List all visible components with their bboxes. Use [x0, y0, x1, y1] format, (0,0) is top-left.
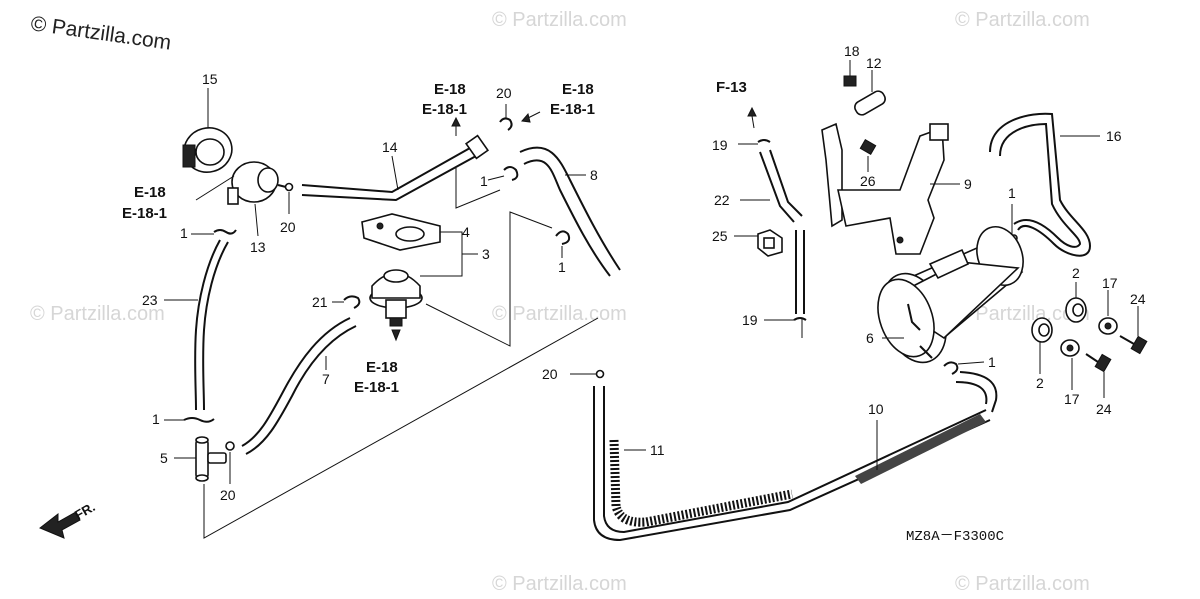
- callout-20: 20: [542, 366, 558, 382]
- reference-labels: E-18 E-18-1 E-18 E-18-1 E-18 E-18-1 E-18…: [122, 79, 747, 396]
- callout-24: 24: [1130, 291, 1146, 307]
- callout-9: 9: [964, 176, 972, 192]
- watermarks: © Partzilla.com © Partzilla.com © Partzi…: [30, 9, 1090, 595]
- callout-14: 14: [382, 139, 398, 155]
- ref-e18-1: E-18-1: [122, 205, 167, 222]
- ref-e18-1: E-18-1: [354, 379, 399, 396]
- callout-24: 24: [1096, 401, 1112, 417]
- callout-26: 26: [860, 173, 876, 189]
- callout-18: 18: [844, 43, 860, 59]
- watermark-faint: © Partzilla.com: [955, 573, 1090, 595]
- part-17-collar-upper: [1098, 317, 1118, 335]
- callout-25: 25: [712, 228, 728, 244]
- callout-13: 13: [250, 239, 266, 255]
- callout-7: 7: [322, 371, 330, 387]
- part-24-bolt-lower: [1085, 353, 1112, 373]
- part-2-grommet-upper: [1065, 297, 1087, 323]
- part-2-grommet-lower: [1031, 317, 1053, 343]
- part-18-bolt: [843, 75, 857, 87]
- callout-12: 12: [866, 55, 882, 71]
- callout-2: 2: [1036, 375, 1044, 391]
- callout-20: 20: [280, 219, 296, 235]
- callout-19: 19: [742, 312, 758, 328]
- callout-1: 1: [480, 173, 488, 189]
- part-4-flange: [361, 213, 441, 251]
- callout-11: 11: [650, 442, 665, 458]
- callouts: 15 13 20 1 23 1 5 20 14 20 1 8 4 3 1 21 …: [142, 43, 1146, 503]
- part-25-clip: [757, 229, 783, 257]
- watermark-main: © Partzilla.com: [29, 12, 172, 54]
- callout-1: 1: [988, 354, 996, 370]
- part-24-bolt-upper: [1119, 335, 1148, 355]
- callout-21: 21: [312, 294, 328, 310]
- part-3-valve: [369, 269, 423, 327]
- callout-1: 1: [180, 225, 188, 241]
- callout-17: 17: [1064, 391, 1080, 407]
- callout-1: 1: [1008, 185, 1016, 201]
- watermark-faint: © Partzilla.com: [492, 9, 627, 31]
- callout-3: 3: [482, 246, 490, 262]
- watermark-faint: © Partzilla.com: [955, 303, 1090, 325]
- callout-6: 6: [866, 330, 874, 346]
- callout-1: 1: [152, 411, 160, 427]
- callout-20: 20: [496, 85, 512, 101]
- callout-16: 16: [1106, 128, 1122, 144]
- callout-19: 19: [712, 137, 728, 153]
- ref-f13: F-13: [716, 79, 747, 96]
- callout-10: 10: [868, 401, 884, 417]
- callout-17: 17: [1102, 275, 1118, 291]
- callout-20: 20: [220, 487, 236, 503]
- callout-23: 23: [142, 292, 158, 308]
- part-12-bracket: [854, 90, 886, 116]
- watermark-faint: © Partzilla.com: [30, 303, 165, 325]
- callout-4: 4: [462, 224, 470, 240]
- ref-e18-1: E-18-1: [422, 101, 467, 118]
- diagram-code: MZ8A－F3300C: [906, 529, 1004, 545]
- part-17-collar-lower: [1060, 339, 1080, 357]
- ref-e18: E-18: [562, 81, 594, 98]
- ref-e18: E-18: [366, 359, 398, 376]
- callout-2: 2: [1072, 265, 1080, 281]
- ref-e18: E-18: [434, 81, 466, 98]
- part-11-corrugated-hose: [609, 439, 793, 527]
- ref-e18-1: E-18-1: [550, 101, 595, 118]
- front-arrow: FR.: [39, 499, 98, 539]
- part-5-tee: [195, 436, 227, 482]
- watermark-faint: © Partzilla.com: [492, 573, 627, 595]
- callout-8: 8: [590, 167, 598, 183]
- ref-e18: E-18: [134, 184, 166, 201]
- watermark-faint: © Partzilla.com: [492, 303, 627, 325]
- callout-5: 5: [160, 450, 168, 466]
- callout-1: 1: [558, 259, 566, 275]
- part-13-valve: [227, 161, 291, 205]
- callout-15: 15: [202, 71, 218, 87]
- part-6-canister: [877, 226, 1024, 364]
- part-9-bracket: [821, 122, 949, 255]
- callout-22: 22: [714, 192, 730, 208]
- watermark-faint: © Partzilla.com: [955, 9, 1090, 31]
- part-15-seal: [182, 127, 233, 173]
